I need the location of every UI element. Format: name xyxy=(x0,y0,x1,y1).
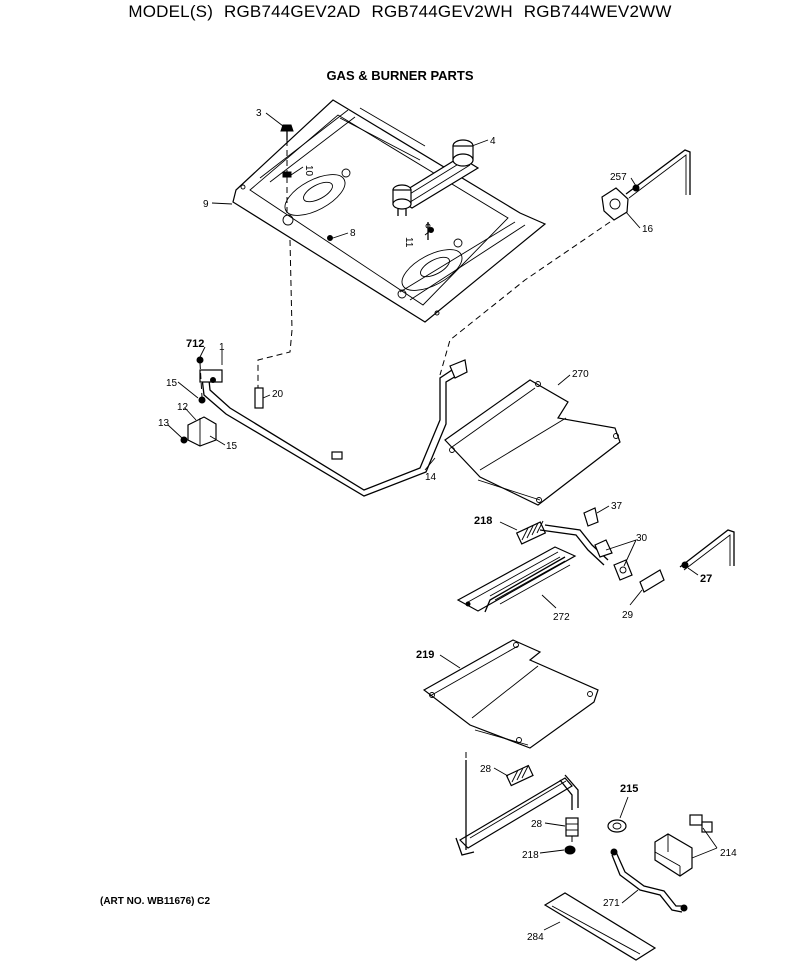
bottom-shield-219 xyxy=(422,639,599,749)
leader-lines xyxy=(167,112,718,931)
callout-28-lower: 28 xyxy=(531,819,543,830)
spark-electrode-16 xyxy=(601,149,691,221)
callout-272: 272 xyxy=(553,612,570,623)
callout-29: 29 xyxy=(622,610,634,621)
callout-8: 8 xyxy=(350,228,356,239)
callout-15b: 15 xyxy=(226,441,238,452)
callout-37: 37 xyxy=(611,501,623,512)
callout-13: 13 xyxy=(158,418,170,429)
callout-20: 20 xyxy=(272,389,284,400)
assembly-lines xyxy=(199,140,611,846)
tube-271 xyxy=(610,848,688,913)
callout-284: 284 xyxy=(527,932,544,943)
callout-11: 11 xyxy=(403,237,414,248)
callout-labels: 3 4 10 9 8 11 257 16 712 1 15 12 13 15 2… xyxy=(158,108,737,943)
callout-270: 270 xyxy=(572,369,589,380)
orifice-215 xyxy=(607,819,627,833)
callout-712: 712 xyxy=(186,338,204,350)
callout-215: 215 xyxy=(620,783,638,795)
diagram-title: GAS & BURNER PARTS xyxy=(326,68,474,83)
model-list-title: MODEL(S) RGB744GEV2AD RGB744GEV2WH RGB74… xyxy=(0,2,800,22)
model-prefix: MODEL(S) xyxy=(128,2,214,21)
callout-218-lower: 218 xyxy=(522,850,539,861)
callout-214: 214 xyxy=(720,848,737,859)
broil-burner-272 xyxy=(456,546,577,613)
igniter-28-upper xyxy=(505,764,534,787)
screw-part-3 xyxy=(280,124,294,140)
art-number: (ART NO. WB11676) C2 xyxy=(100,896,211,907)
callout-14: 14 xyxy=(425,472,437,483)
callout-27: 27 xyxy=(700,573,712,585)
burner-box xyxy=(232,99,547,323)
callout-9: 9 xyxy=(203,199,209,210)
model-number-2: RGB744GEV2WH xyxy=(371,2,513,21)
deflector-284 xyxy=(543,892,657,961)
burner-shield-270 xyxy=(444,379,621,506)
callout-16: 16 xyxy=(642,224,654,235)
gas-valve-214 xyxy=(654,814,713,877)
callout-3: 3 xyxy=(256,108,262,119)
callout-10: 10 xyxy=(303,165,314,177)
burner-head-assembly xyxy=(392,139,480,216)
callout-28-upper: 28 xyxy=(480,764,492,775)
nut-218-lower xyxy=(564,845,576,855)
callout-271: 271 xyxy=(603,898,620,909)
callout-257: 257 xyxy=(610,172,627,183)
model-number-3: RGB744WEV2WW xyxy=(523,2,672,21)
callout-15a: 15 xyxy=(166,378,178,389)
callout-30: 30 xyxy=(636,533,648,544)
model-number-1: RGB744GEV2AD xyxy=(224,2,361,21)
callout-12: 12 xyxy=(177,402,189,413)
callout-218-upper: 218 xyxy=(474,515,492,527)
manifold-pipe xyxy=(201,359,468,497)
spring-part-11 xyxy=(425,222,431,240)
callout-1: 1 xyxy=(219,342,225,353)
igniter-218-upper xyxy=(515,520,547,545)
callout-4: 4 xyxy=(490,136,496,147)
bracket-37 xyxy=(583,507,599,527)
clip-part-10 xyxy=(282,171,292,178)
igniter-28-lower xyxy=(565,817,579,837)
callout-219: 219 xyxy=(416,649,434,661)
tube-assembly xyxy=(539,524,735,593)
